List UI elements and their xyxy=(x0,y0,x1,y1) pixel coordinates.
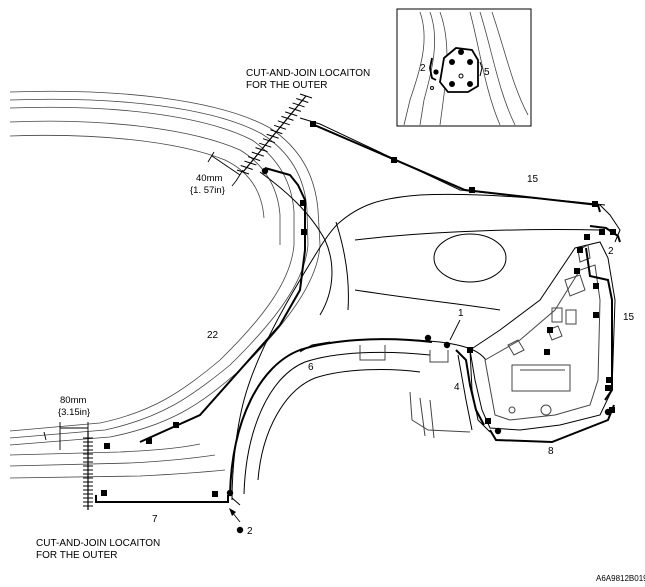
spot-weld-square xyxy=(577,247,583,253)
spot-weld-dot xyxy=(494,427,502,435)
callout-15-right: 15 xyxy=(623,312,635,323)
hatch-tick xyxy=(292,102,305,108)
spot-weld-square xyxy=(310,121,316,127)
inset-callout-2: 2 xyxy=(420,63,426,74)
rear-inner-structure xyxy=(457,241,616,433)
spot-weld-square xyxy=(584,234,590,240)
spot-weld-square xyxy=(391,157,397,163)
spot-weld-dot xyxy=(443,341,451,349)
weld-brackets xyxy=(95,123,621,503)
callout-6: 6 xyxy=(308,362,314,373)
lower-cut-hatch xyxy=(83,437,93,507)
hatch-tick xyxy=(273,124,287,130)
callout-4: 4 xyxy=(454,382,460,393)
bracket-22 xyxy=(139,167,306,443)
inset-detail xyxy=(396,8,532,127)
hatch-tick xyxy=(251,151,264,157)
callout-7: 7 xyxy=(152,514,158,525)
spot-weld-dot xyxy=(604,408,612,416)
spot-weld-dot xyxy=(236,526,244,534)
roof-pillar-lines xyxy=(9,90,321,479)
fuel-door xyxy=(433,233,507,283)
spot-weld-square xyxy=(599,229,605,235)
dimension-80mm-inch: {3.15in} xyxy=(58,407,90,418)
spot-weld-square xyxy=(605,385,611,391)
cut-join-caption-lower-line2: FOR THE OUTER xyxy=(36,550,117,561)
callout-1-leader xyxy=(449,319,461,341)
bracket-8-bottom xyxy=(489,404,615,444)
hatch-tick xyxy=(270,129,283,135)
hatch-tick xyxy=(281,115,294,121)
dimension-40mm-inch: {1. 57in} xyxy=(190,185,225,196)
hatch-tick xyxy=(259,142,272,148)
callout-8: 8 xyxy=(548,446,554,457)
hatch-tick xyxy=(299,93,313,99)
spot-weld-square xyxy=(544,349,550,355)
hatch-tick xyxy=(255,147,268,153)
diagram-code: A6A9812B019 xyxy=(596,574,645,583)
outer-panel-lines xyxy=(231,117,621,506)
cut-join-caption-upper-line2: FOR THE OUTER xyxy=(246,80,327,91)
hatch-tick xyxy=(236,169,250,175)
bracket-15-right xyxy=(585,247,613,401)
callout-2-right: 2 xyxy=(608,246,614,257)
spot-weld-square xyxy=(301,229,307,235)
wheel-house xyxy=(229,338,487,495)
upper-cut-line xyxy=(242,95,307,173)
spot-weld-squares xyxy=(101,121,616,497)
spot-weld-square xyxy=(469,187,475,193)
callout-1: 1 xyxy=(458,308,464,319)
spot-weld-square xyxy=(104,443,110,449)
hatch-tick xyxy=(240,165,253,171)
bracket-15-top xyxy=(311,123,601,213)
spot-weld-square xyxy=(593,283,599,289)
spot-weld-square xyxy=(300,200,306,206)
hatch-tick xyxy=(244,160,257,166)
spot-weld-square xyxy=(592,201,598,207)
spot-weld-square xyxy=(593,312,599,318)
hatch-tick xyxy=(277,120,290,126)
spot-weld-square xyxy=(146,438,152,444)
dimension-40mm-value: 40mm xyxy=(196,173,222,184)
dimension-80mm-value: 80mm xyxy=(60,395,86,406)
callout-2-bottom: 2 xyxy=(247,526,253,537)
dimension-40mm xyxy=(207,151,244,187)
spot-weld-square xyxy=(609,407,615,413)
inset-callout-5: 5 xyxy=(484,67,490,78)
upper-cut-hatch xyxy=(236,93,313,175)
spot-weld-square xyxy=(485,418,491,424)
hatch-tick xyxy=(247,156,261,162)
bracket-7 xyxy=(95,495,229,503)
hatch-tick xyxy=(266,133,279,139)
spot-weld-square xyxy=(574,268,580,274)
dimension-80mm xyxy=(43,422,89,450)
hatch-tick xyxy=(296,97,309,103)
bracket-4 xyxy=(455,349,485,426)
hatch-tick xyxy=(262,138,276,144)
spot-weld-square xyxy=(610,229,616,235)
bracket-6 xyxy=(229,338,433,495)
spot-weld-dots xyxy=(226,167,612,534)
spot-weld-dot xyxy=(424,334,432,342)
callout-22: 22 xyxy=(207,330,219,341)
cut-join-caption-lower-line1: CUT-AND-JOIN LOCAITON xyxy=(36,538,160,549)
hatch-tick xyxy=(285,111,298,117)
spot-weld-square xyxy=(173,422,179,428)
hatch-tick xyxy=(288,106,302,112)
spot-weld-square xyxy=(101,490,107,496)
spot-weld-square xyxy=(467,347,473,353)
spot-weld-dot xyxy=(261,167,269,175)
callout-2-bottom-arrow xyxy=(229,508,236,516)
callout-15-top: 15 xyxy=(527,174,539,185)
spot-weld-square xyxy=(212,491,218,497)
spot-weld-square xyxy=(606,377,612,383)
spot-weld-square xyxy=(547,327,553,333)
spot-weld-dot xyxy=(226,489,234,497)
cut-join-caption-upper-line1: CUT-AND-JOIN LOCAITON xyxy=(246,68,370,79)
